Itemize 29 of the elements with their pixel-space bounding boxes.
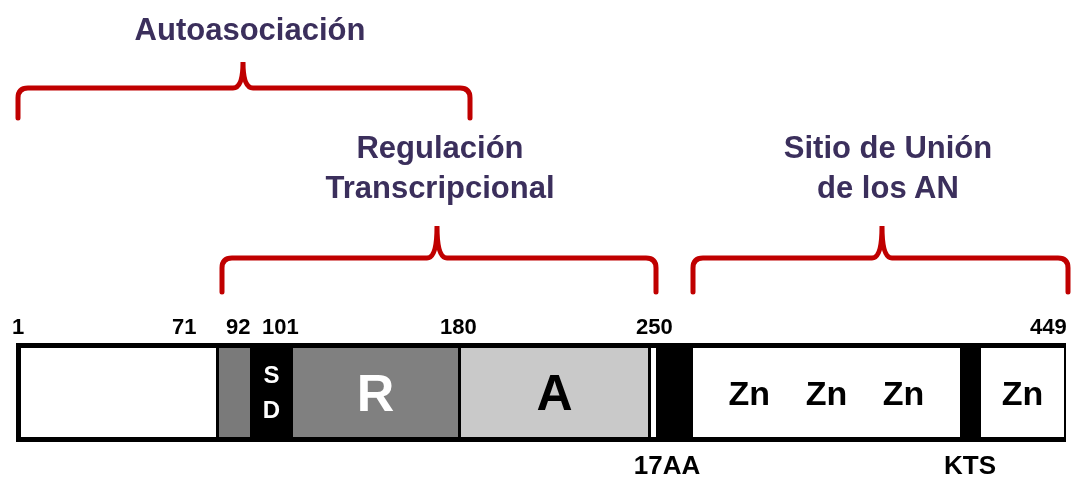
domain-segment (216, 345, 250, 440)
domain-segment (648, 345, 656, 440)
domain-label: Zn (728, 375, 771, 410)
domain-segment (960, 345, 978, 440)
domain-label: R (356, 366, 395, 419)
domain-segment (978, 345, 1064, 440)
region-heading: Sitio de Unión de los AN (782, 129, 994, 208)
position-number: 71 (172, 314, 197, 340)
domain-segment (290, 345, 458, 440)
region-heading: Autoasociación (133, 11, 367, 49)
position-number: 101 (262, 314, 299, 340)
domain-segment (690, 345, 960, 440)
position-number: 250 (636, 314, 673, 340)
position-number: 180 (440, 314, 477, 340)
domain-segment (250, 345, 290, 440)
domain-label: Zn (805, 375, 848, 410)
domain-label: Zn (1001, 375, 1044, 410)
domain-segment (458, 345, 648, 440)
position-number: 92 (226, 314, 251, 340)
domain-label: A (536, 367, 573, 418)
region-heading: Regulación Transcripcional (324, 129, 556, 208)
domain-label: Zn (882, 375, 925, 410)
domain-segment (18, 345, 216, 440)
domain-label: S D (262, 359, 281, 425)
domain-segment (656, 345, 690, 440)
position-number: 449 (1030, 314, 1067, 340)
region-label: KTS (943, 452, 997, 478)
region-label: 17AA (632, 452, 702, 478)
position-number: 1 (12, 314, 25, 340)
